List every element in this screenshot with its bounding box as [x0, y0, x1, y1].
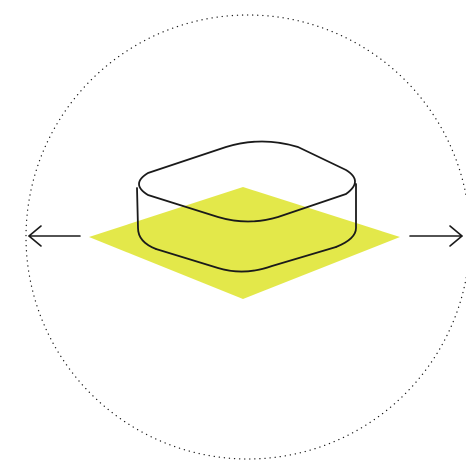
- box-left-wall: [136, 187, 157, 250]
- box-top-face: [138, 140, 356, 223]
- arrow-right-icon: [409, 225, 463, 247]
- rounded-box-icon: [136, 140, 357, 273]
- box-bottom-edge: [155, 246, 337, 273]
- arrow-left-icon: [28, 225, 81, 247]
- dotted-circle-icon: [25, 14, 466, 460]
- yellow-diamond-plane-icon: [89, 187, 400, 299]
- box-right-wall: [335, 183, 357, 248]
